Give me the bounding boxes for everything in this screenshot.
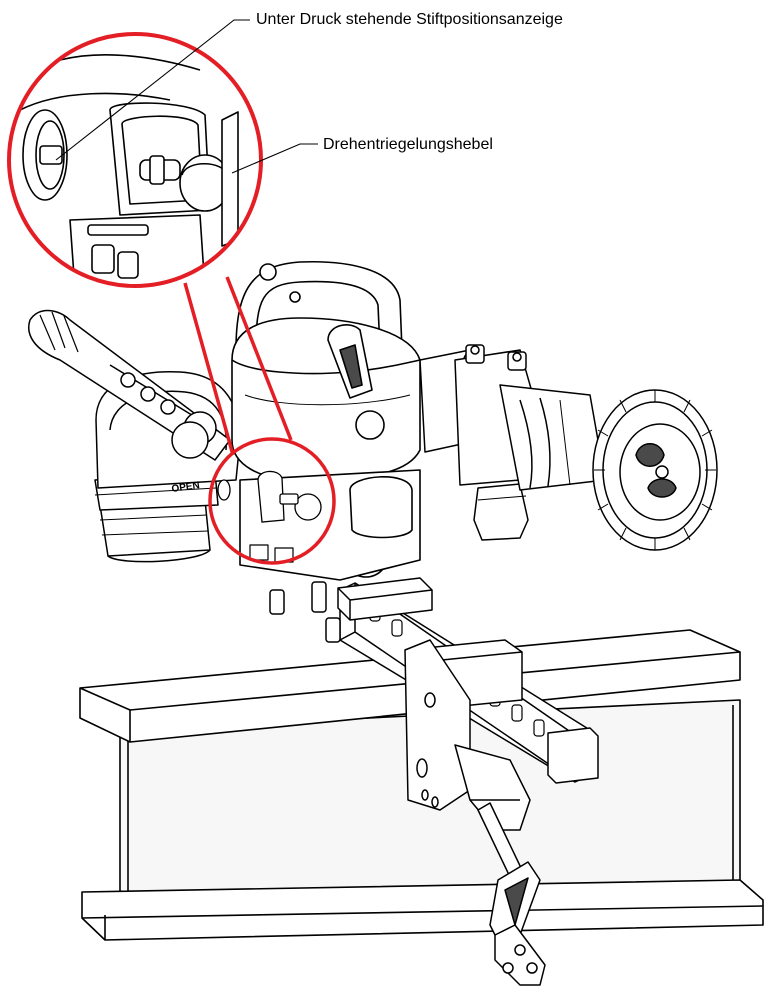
open-label: OPEN — [171, 480, 201, 495]
callout-release-lever: Drehentriegelungshebel — [323, 136, 493, 153]
clamp-handle — [477, 802, 546, 986]
connector-line-right — [225, 276, 293, 441]
clamp-bar — [269, 577, 599, 831]
leader-line-release-lever — [231, 143, 318, 174]
zoom-circle-outline — [7, 32, 263, 288]
nozzle-assembly — [419, 344, 718, 551]
inlet-assembly: OPEN — [28, 309, 241, 563]
leader-line-pin-indicator — [55, 19, 250, 161]
callout-pin-indicator: Unter Druck stehende Stiftpositionsanzei… — [256, 11, 563, 28]
connector-line-left — [183, 282, 235, 456]
small-circle-detail — [217, 470, 322, 523]
zoom-inset — [7, 32, 263, 288]
small-highlight-circle — [208, 437, 336, 565]
